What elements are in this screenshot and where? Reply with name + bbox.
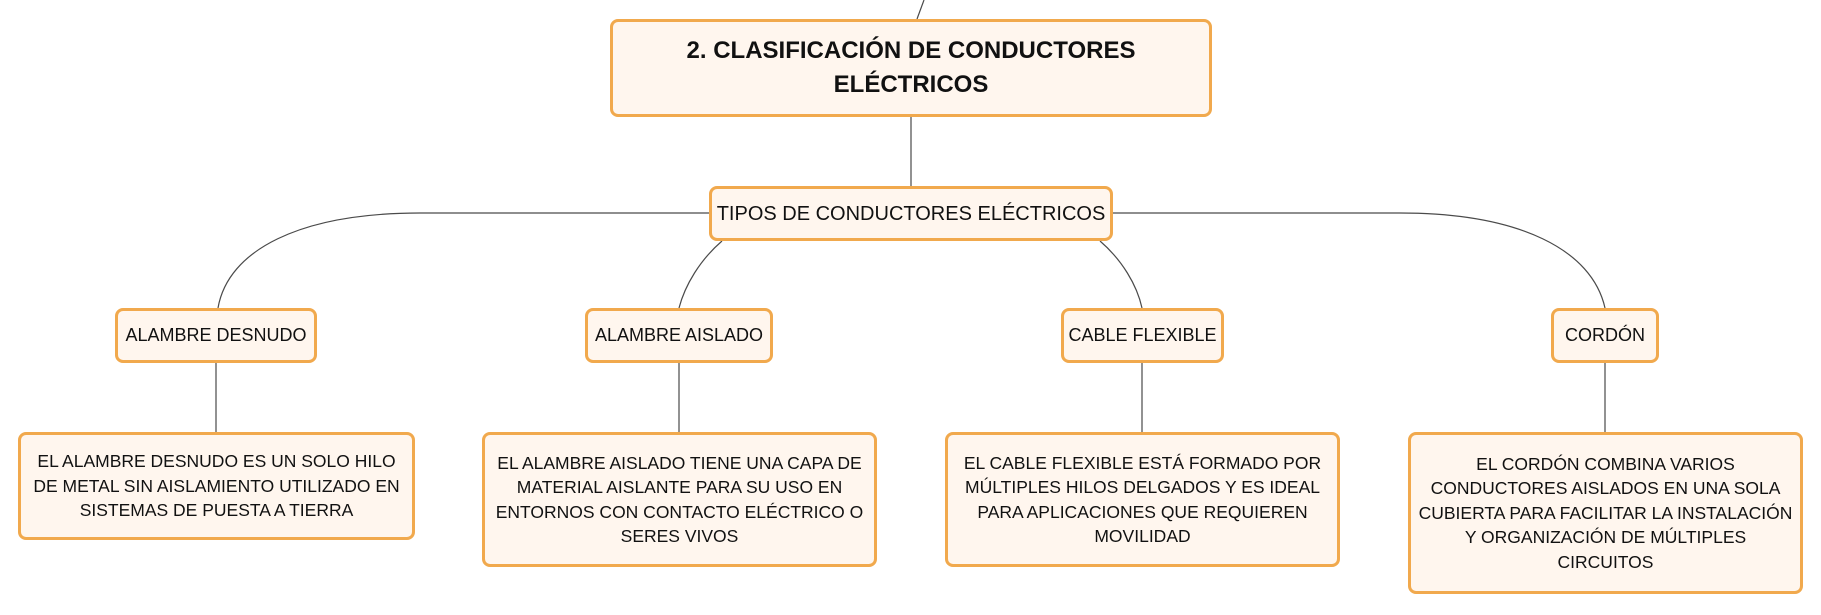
connector-types-to-cordon [1113, 212, 1606, 309]
description-alambre-aislado[interactable]: EL ALAMBRE AISLADO TIENE UNA CAPA DE MAT… [482, 432, 877, 567]
subtopic-alambre-aislado[interactable]: ALAMBRE AISLADO [585, 308, 773, 363]
description-text: EL CORDÓN COMBINA VARIOS CONDUCTORES AIS… [1418, 453, 1793, 572]
description-text: EL CABLE FLEXIBLE ESTÁ FORMADO POR MÚLTI… [963, 452, 1322, 547]
subtopic-cordon[interactable]: CORDÓN [1551, 308, 1659, 363]
root-topic-label: 2. CLASIFICACIÓN DE CONDUCTORES ELÉCTRIC… [686, 37, 1136, 98]
description-text: EL ALAMBRE AISLADO TIENE UNA CAPA DE MAT… [495, 452, 864, 547]
description-cordon[interactable]: EL CORDÓN COMBINA VARIOS CONDUCTORES AIS… [1408, 432, 1803, 594]
types-topic[interactable]: TIPOS DE CONDUCTORES ELÉCTRICOS [709, 186, 1113, 241]
root-topic[interactable]: 2. CLASIFICACIÓN DE CONDUCTORES ELÉCTRIC… [610, 19, 1212, 117]
subtopic-cable-flexible[interactable]: CABLE FLEXIBLE [1061, 308, 1224, 363]
connector-types-to-cable-flexible [1099, 240, 1143, 309]
subtopic-label: CABLE FLEXIBLE [1068, 324, 1217, 345]
connector-incoming-root [916, 0, 925, 20]
subtopic-label: CORDÓN [1565, 324, 1645, 345]
types-topic-label: TIPOS DE CONDUCTORES ELÉCTRICOS [716, 202, 1106, 225]
description-cable-flexible[interactable]: EL CABLE FLEXIBLE ESTÁ FORMADO POR MÚLTI… [945, 432, 1340, 567]
subtopic-label: ALAMBRE DESNUDO [125, 324, 307, 345]
description-text: EL ALAMBRE DESNUDO ES UN SOLO HILO DE ME… [33, 451, 400, 521]
connector-types-to-alambre-desnudo [217, 212, 709, 309]
connector-types-to-alambre-aislado [678, 240, 723, 309]
subtopic-label: ALAMBRE AISLADO [594, 324, 764, 345]
description-alambre-desnudo[interactable]: EL ALAMBRE DESNUDO ES UN SOLO HILO DE ME… [18, 432, 415, 540]
subtopic-alambre-desnudo[interactable]: ALAMBRE DESNUDO [115, 308, 317, 363]
